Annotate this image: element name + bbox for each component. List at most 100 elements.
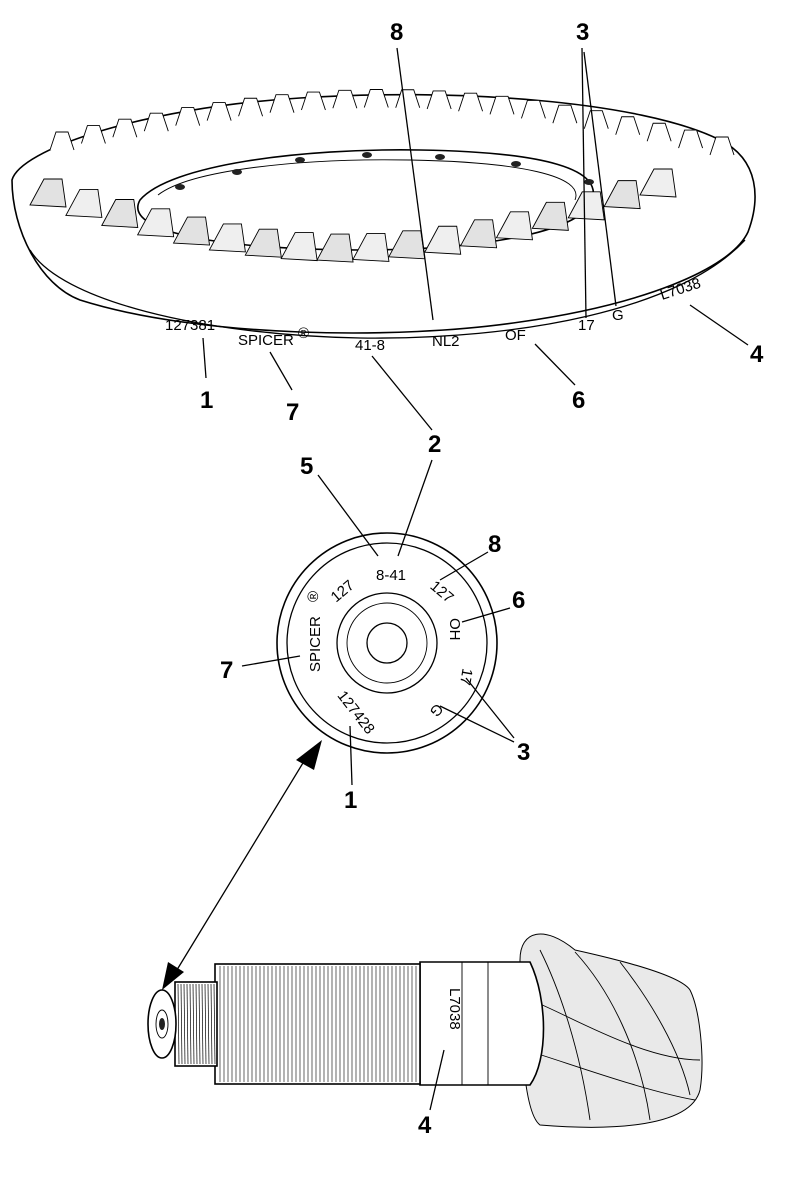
ring-tooth [244,228,282,258]
ring-tooth-back [709,136,735,156]
thread-line [192,983,195,1065]
ring-ratio: 41-8 [355,337,385,354]
ring-tooth [136,208,175,238]
leader-7-face [241,655,301,667]
callout-5: 5 [300,453,313,480]
ring-tooth-back [269,94,295,113]
shaft-lot-mark: L7038 [446,988,463,1030]
ring-tooth-back [426,90,452,110]
ring-tooth-back [458,92,483,112]
ring-tooth [208,223,246,253]
ring-tooth-back [143,112,169,132]
ring-tooth-back [678,129,703,149]
ring-tooth-back [206,102,232,121]
thread-line [213,983,216,1065]
ring-tooth [459,219,498,249]
face-oh-mark: OH [446,618,463,641]
ring-tooth [101,199,139,228]
thread-line [183,983,186,1065]
ring-tooth-back [363,89,389,108]
thread-line [186,983,189,1065]
ring-tooth-back [395,89,421,108]
leader-8-ring [396,47,434,321]
leader-7-ring [269,351,293,391]
ring-17-mark: 17 [578,317,595,334]
ring-tooth [603,180,641,210]
face-brand: SPICER [307,616,324,672]
double-arrow [162,740,322,990]
leader-2-face [397,459,433,557]
leader-3-face-b [439,705,515,743]
callout-2-mid: 2 [428,431,441,458]
thread-line [207,983,210,1065]
thread-line [180,983,183,1065]
bolt-holes [175,152,594,190]
ring-tooth-back [646,122,672,142]
thread-line [195,983,198,1065]
callout-8-top: 8 [390,19,403,46]
ring-tooth-back [238,97,263,117]
leader-1-ring [202,337,207,379]
ring-part-number: 127381 [165,317,215,334]
ring-tooth-back [81,125,106,144]
pinion-shaft [147,933,703,1128]
callout-8-face: 8 [488,531,501,558]
pinion-face [276,532,498,754]
callout-3-top: 3 [576,19,589,46]
ring-registered-mark: ® [298,325,309,342]
ring-tooth [280,232,318,262]
leader-3a [581,47,587,319]
pinion-face-ring [286,542,488,744]
thread-line [198,983,201,1065]
thread-line [189,983,192,1065]
ring-tooth-back [301,91,326,111]
ring-nl-mark: NL2 [432,333,460,350]
leader-8-face [439,551,489,581]
thread-line [177,983,180,1065]
callout-6-face: 6 [512,587,525,614]
pinion-face-hub-inner [346,602,428,684]
thread-line [210,983,213,1065]
leader-2-ring [371,355,433,431]
callout-1-face: 1 [344,787,357,814]
ring-tooth-back [175,107,201,126]
callout-3-face: 3 [517,739,530,766]
callout-6-top: 6 [572,387,585,414]
callout-4-top: 4 [750,341,764,368]
pinion-splines [214,963,421,1085]
pinion-shank [419,961,545,1086]
ring-tooth [65,188,103,218]
ring-tooth [567,191,605,221]
pinion-face-hub-outer [336,592,438,694]
ring-tooth-back [521,99,546,119]
callout-1-top: 1 [200,387,213,414]
ring-tooth-back [112,118,138,138]
ring-tooth-back [583,110,609,129]
pinion-face-outer [276,532,498,754]
ring-tooth-back [49,131,75,151]
ring-tooth [316,233,354,263]
leader-6-face [461,607,511,623]
leader-4-ring [689,304,749,346]
pinion-face-center-hole [366,622,408,664]
leader-4-shaft [429,1049,445,1111]
ring-gear-teeth [29,168,677,263]
ring-tooth-back [332,89,358,109]
ring-of-mark: OF [505,327,526,344]
ring-tooth [352,233,390,262]
thread-line [204,983,207,1065]
thread-line [201,983,204,1065]
leader-1-face [349,725,353,786]
ring-gear-back-teeth [49,89,735,156]
ring-tooth [423,225,462,255]
callout-4-shaft: 4 [418,1112,432,1139]
ring-tooth-back [552,104,578,124]
leader-3b [583,51,617,307]
callout-7-top: 7 [286,399,299,426]
face-17-mark: 17 [456,667,476,686]
ring-tooth-back [615,116,641,135]
pinion-head [519,933,703,1128]
leader-5 [317,474,379,557]
face-ratio: 8-41 [376,567,406,584]
